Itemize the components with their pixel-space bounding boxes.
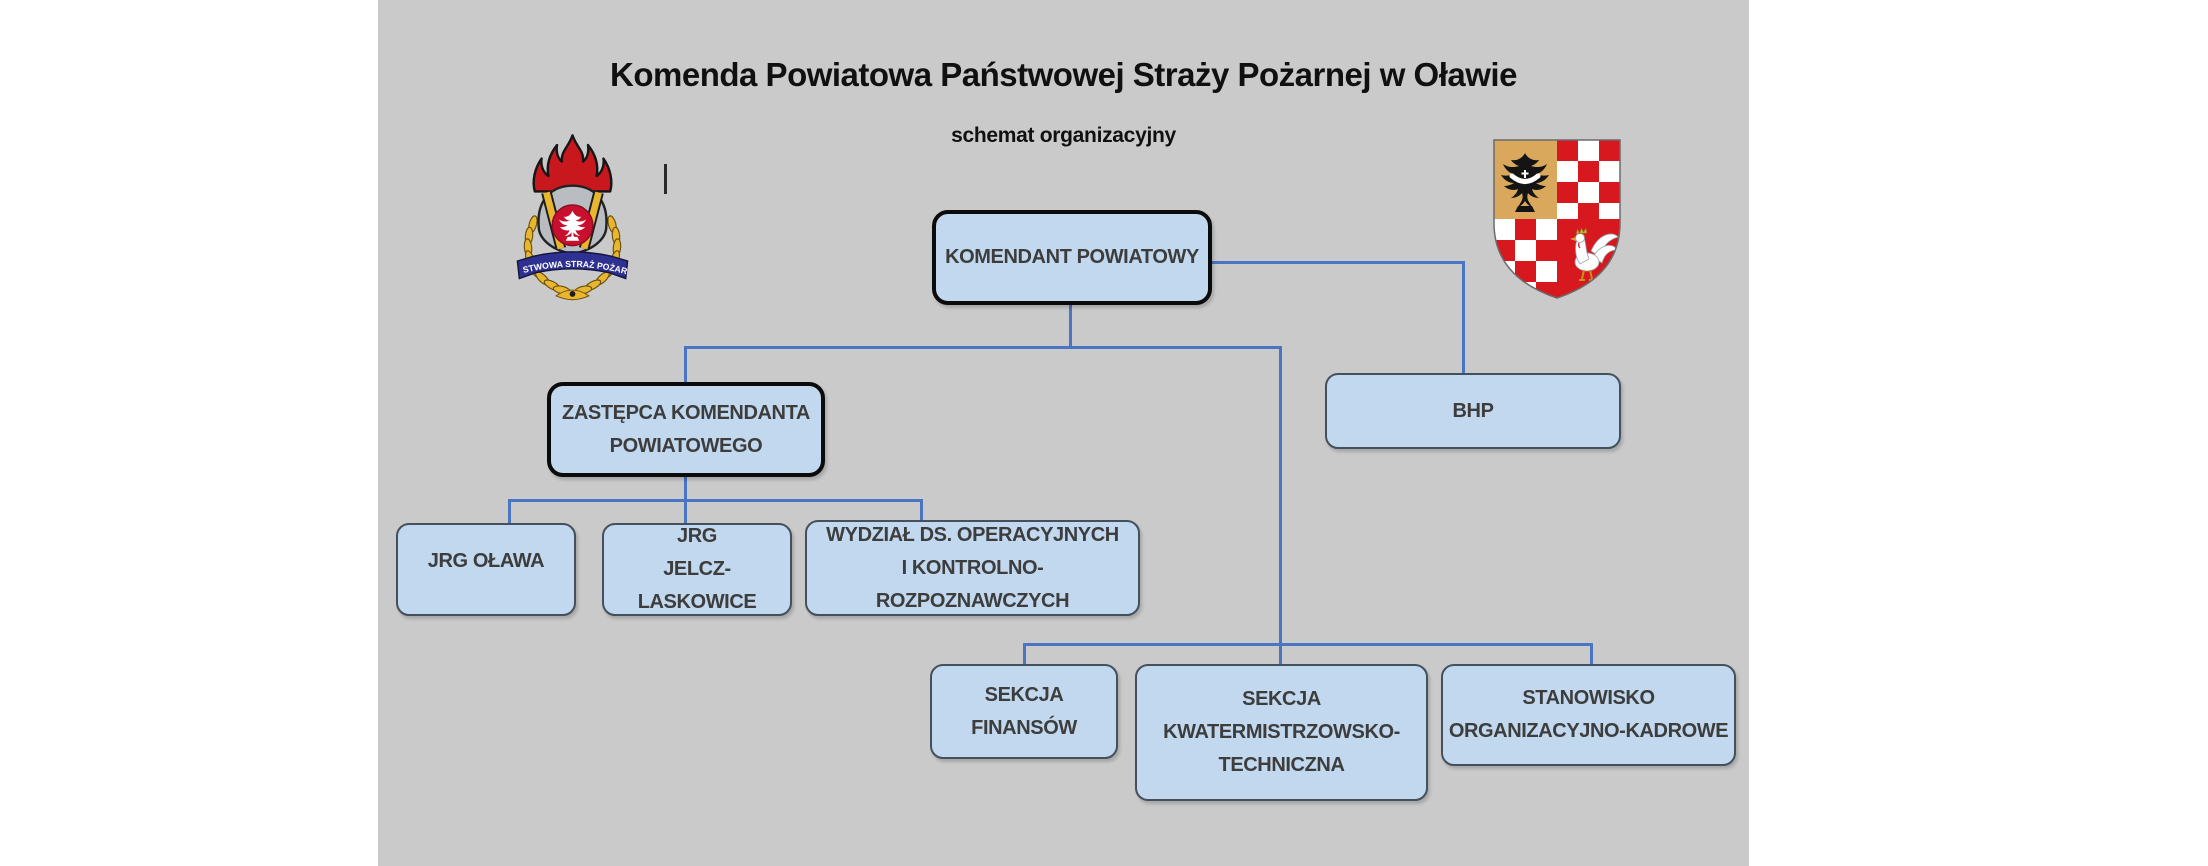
page-subtitle: schemat organizacyjny: [951, 124, 1176, 147]
connector-bhp-drop: [1462, 261, 1465, 375]
connector-jrg-hub: [508, 499, 923, 502]
bottom-sprigs-icon: [555, 289, 590, 301]
org-box-bhp: BHP: [1325, 373, 1621, 449]
org-box-label: SEKCJA: [1242, 688, 1321, 710]
org-box-label: SEKCJA: [984, 683, 1064, 706]
org-box-wydzial-operacyjny: WYDZIAŁ DS. OPERACYJNYCH I KONTROLNO-ROZ…: [805, 520, 1140, 616]
org-box-label: FINANSÓW: [971, 716, 1077, 739]
org-box-label: ZASTĘPCA KOMENDANTA: [562, 401, 810, 424]
org-box-label: STANOWISKO: [1522, 687, 1655, 709]
shield-outline: [1493, 139, 1621, 299]
org-box-label: POWIATOWEGO: [609, 434, 763, 457]
org-box-zastepca-komendanta: ZASTĘPCA KOMENDANTA POWIATOWEGO: [547, 382, 825, 477]
org-box-label: KWATERMISTRZOWSKO-: [1163, 721, 1400, 743]
connector-finansow-drop: [1023, 643, 1026, 666]
psp-emblem-icon: PAŃSTWOWA STRAŻ POŻARNA: [500, 131, 629, 301]
flame-icon: [532, 134, 613, 193]
org-box-label: ORGANIZACYJNO-KADROWE: [1448, 720, 1729, 742]
org-box-label: JRG OŁAWA: [427, 550, 545, 572]
text-cursor-artifact: [664, 164, 667, 194]
org-box-stanowisko-kadrowe: STANOWISKO ORGANIZACYJNO-KADROWE: [1441, 664, 1736, 766]
checkerboard-field: [1494, 219, 1557, 298]
psp-firefighter-emblem-logo: PAŃSTWOWA STRAŻ POŻARNA: [500, 131, 645, 308]
rooster-icon: [1570, 227, 1619, 281]
org-box-label: KOMENDANT POWIATOWY: [945, 246, 1199, 268]
org-box-label: BHP: [1452, 399, 1494, 422]
connector-bottom-hub: [1023, 643, 1593, 646]
org-box-jrg-olawa: JRG OŁAWA: [396, 523, 576, 616]
org-box-label: WYDZIAŁ DS. OPERACYJNYCH: [826, 523, 1119, 546]
olawa-county-coat-of-arms-logo: [1487, 133, 1627, 305]
connector-wydzial-drop: [920, 499, 923, 525]
connector-lower-trunk: [1279, 346, 1282, 666]
org-box-sekcja-finansow: SEKCJA FINANSÓW: [930, 664, 1118, 759]
org-box-sekcja-kwatermistrzowska: SEKCJA KWATERMISTRZOWSKO- TECHNICZNA: [1135, 664, 1428, 801]
org-box-label: JRG: [677, 525, 717, 547]
org-box-jrg-jelcz-laskowice: JRG JELCZ-LASKOWICE: [602, 523, 792, 616]
page-title: Komenda Powiatowa Państwowej Straży Poża…: [610, 56, 1517, 93]
connector-main-hub: [684, 346, 1282, 349]
connector-jrg-olawa-drop: [508, 499, 511, 525]
coat-of-arms-icon: [1493, 139, 1621, 299]
connector-bhp-horizontal: [1212, 261, 1465, 264]
connector-komendant-drop: [1069, 305, 1072, 348]
org-box-label: I KONTROLNO-ROZPOZNAWCZYCH: [875, 556, 1070, 612]
org-box-label: TECHNICZNA: [1218, 754, 1345, 776]
connector-zastepca-drop: [684, 346, 687, 384]
eagle-medal-icon: [551, 204, 594, 247]
org-box-label: JELCZ-LASKOWICE: [637, 558, 757, 613]
connector-stanowisko-drop: [1590, 643, 1593, 666]
org-box-komendant-powiatowy: KOMENDANT POWIATOWY: [932, 210, 1212, 305]
checkerboard-field: [1557, 140, 1620, 219]
